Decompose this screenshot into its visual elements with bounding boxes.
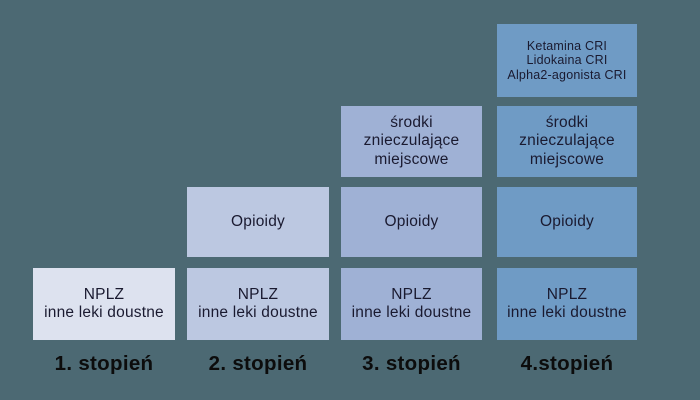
box-nplz-step1: NPLZ inne leki doustne xyxy=(33,268,175,340)
ladder-column-3: środki znieczulające miejscowe Opioidy N… xyxy=(341,0,482,400)
step-label-2: 2. stopień xyxy=(208,352,308,375)
ladder-column-4: Ketamina CRI Lidokaina CRI Alpha2-agonis… xyxy=(497,0,637,400)
step-label-3: 3. stopień xyxy=(362,352,461,375)
box-nplz-step2: NPLZ inne leki doustne xyxy=(187,268,329,340)
box-opioidy-step3: Opioidy xyxy=(341,187,482,257)
ladder-column-2: Opioidy NPLZ inne leki doustne 2. stopie… xyxy=(187,0,329,400)
box-nplz-step4: NPLZ inne leki doustne xyxy=(497,268,637,340)
box-opioidy-step4: Opioidy xyxy=(497,187,637,257)
box-opioidy-step2: Opioidy xyxy=(187,187,329,257)
ladder-column-1: NPLZ inne leki doustne 1. stopień xyxy=(33,0,175,400)
box-srodki-step4: środki znieczulające miejscowe xyxy=(497,106,637,177)
box-nplz-step3: NPLZ inne leki doustne xyxy=(341,268,482,340)
box-cri-step4: Ketamina CRI Lidokaina CRI Alpha2-agonis… xyxy=(497,24,637,97)
step-label-1: 1. stopień xyxy=(54,352,154,375)
box-srodki-step3: środki znieczulające miejscowe xyxy=(341,106,482,177)
step-label-4: 4.stopień xyxy=(520,352,614,375)
